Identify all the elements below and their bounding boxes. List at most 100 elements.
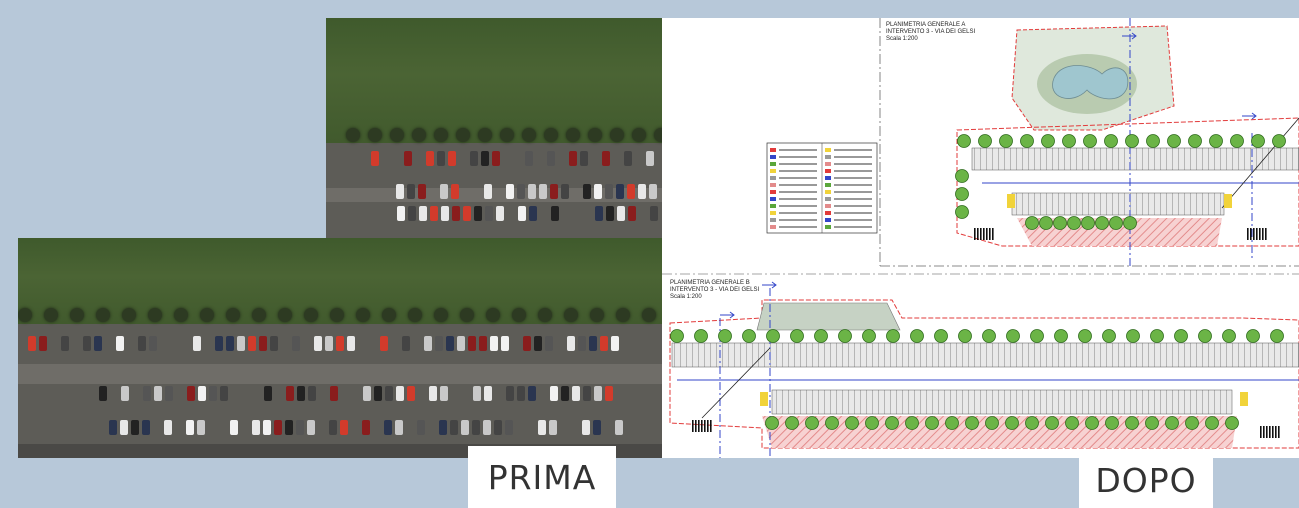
tree-symbol bbox=[934, 329, 948, 343]
parked-car bbox=[561, 184, 569, 199]
parked-car bbox=[417, 420, 425, 435]
tree-symbol bbox=[1270, 329, 1284, 343]
parked-car bbox=[501, 336, 509, 351]
plan-a-title-line2: INTERVENTO 3 - VIA DEI GELSI bbox=[886, 29, 976, 35]
parked-car bbox=[230, 420, 238, 435]
tree-symbol bbox=[790, 329, 804, 343]
parked-car bbox=[308, 386, 316, 401]
parked-car bbox=[627, 184, 635, 199]
parked-car bbox=[594, 386, 602, 401]
parked-car bbox=[215, 336, 223, 351]
parked-car bbox=[547, 151, 555, 166]
parked-car bbox=[448, 151, 456, 166]
tree-symbol bbox=[982, 329, 996, 343]
parked-car bbox=[605, 386, 613, 401]
tree-symbol bbox=[1067, 216, 1081, 230]
parked-car bbox=[407, 184, 415, 199]
parked-car bbox=[307, 420, 315, 435]
tree-symbol bbox=[845, 416, 859, 430]
tree-symbol bbox=[1030, 329, 1044, 343]
site-plan-after: PLANIMETRIA GENERALE A INTERVENTO 3 - VI… bbox=[662, 18, 1299, 458]
crosswalk-stripe bbox=[1250, 228, 1252, 240]
parked-car bbox=[252, 420, 260, 435]
legend-swatch bbox=[770, 148, 776, 152]
crosswalk-stripe bbox=[1275, 426, 1277, 438]
crosswalk-stripe bbox=[1272, 426, 1274, 438]
legend-swatch bbox=[770, 225, 776, 229]
parked-car bbox=[582, 420, 590, 435]
crosswalk-stripe bbox=[986, 228, 988, 240]
parked-car bbox=[567, 336, 575, 351]
tree-symbol bbox=[862, 329, 876, 343]
tree-symbol bbox=[785, 416, 799, 430]
tree-symbol bbox=[838, 329, 852, 343]
parked-car bbox=[407, 386, 415, 401]
legend-swatch bbox=[825, 183, 831, 187]
tree bbox=[500, 128, 514, 142]
parked-car bbox=[583, 386, 591, 401]
crosswalk-stripe bbox=[974, 228, 976, 240]
tree-symbol bbox=[955, 187, 969, 201]
parked-car bbox=[602, 151, 610, 166]
crosswalk-stripe bbox=[707, 420, 709, 432]
parked-car bbox=[595, 206, 603, 221]
parked-car bbox=[116, 336, 124, 351]
parked-car bbox=[624, 151, 632, 166]
tree-symbol bbox=[1054, 329, 1068, 343]
tree bbox=[70, 308, 84, 322]
parked-car bbox=[329, 420, 337, 435]
tree bbox=[390, 128, 404, 142]
legend-swatch bbox=[825, 211, 831, 215]
tree-symbol bbox=[1053, 216, 1067, 230]
parked-car bbox=[149, 336, 157, 351]
tree bbox=[538, 308, 552, 322]
parked-car bbox=[650, 206, 658, 221]
parked-car bbox=[286, 386, 294, 401]
plan-b-scale: Scala 1:200 bbox=[670, 294, 702, 300]
tree bbox=[460, 308, 474, 322]
crosswalk-stripe bbox=[701, 420, 703, 432]
parked-car bbox=[452, 206, 460, 221]
parked-car bbox=[528, 386, 536, 401]
parked-car bbox=[186, 420, 194, 435]
parked-car bbox=[340, 420, 348, 435]
parked-car bbox=[209, 386, 217, 401]
tree-symbol bbox=[955, 169, 969, 183]
tree-symbol bbox=[985, 416, 999, 430]
parked-car bbox=[274, 420, 282, 435]
plan-b-title: PLANIMETRIA GENERALE B INTERVENTO 3 - VI… bbox=[670, 280, 759, 301]
tree-symbol bbox=[1230, 134, 1244, 148]
legend-swatch bbox=[825, 197, 831, 201]
tree bbox=[252, 308, 266, 322]
tree-symbol bbox=[825, 416, 839, 430]
plan-a-scale: Scala 1:200 bbox=[886, 36, 918, 42]
parked-car bbox=[490, 336, 498, 351]
crosswalk-stripe bbox=[1260, 426, 1262, 438]
parked-car bbox=[237, 336, 245, 351]
tree-symbol bbox=[1146, 134, 1160, 148]
tree-symbol bbox=[1198, 329, 1212, 343]
parked-car bbox=[165, 386, 173, 401]
tree-symbol bbox=[1185, 416, 1199, 430]
tree-symbol bbox=[814, 329, 828, 343]
legend-swatch bbox=[770, 176, 776, 180]
parked-car bbox=[446, 336, 454, 351]
tree-symbol bbox=[805, 416, 819, 430]
tree-symbol bbox=[1104, 134, 1118, 148]
parked-car bbox=[226, 336, 234, 351]
parked-car bbox=[461, 420, 469, 435]
tree-symbol bbox=[1125, 416, 1139, 430]
parked-car bbox=[463, 206, 471, 221]
parked-car bbox=[484, 184, 492, 199]
parked-car bbox=[534, 336, 542, 351]
tree-symbol bbox=[885, 416, 899, 430]
crosswalk-stripe bbox=[1247, 228, 1249, 240]
tree bbox=[382, 308, 396, 322]
parked-car bbox=[99, 386, 107, 401]
parked-car bbox=[418, 184, 426, 199]
after-label: DOPO bbox=[1095, 460, 1197, 500]
parked-car bbox=[197, 420, 205, 435]
tree bbox=[642, 308, 656, 322]
parked-car bbox=[402, 336, 410, 351]
parked-car bbox=[296, 420, 304, 435]
